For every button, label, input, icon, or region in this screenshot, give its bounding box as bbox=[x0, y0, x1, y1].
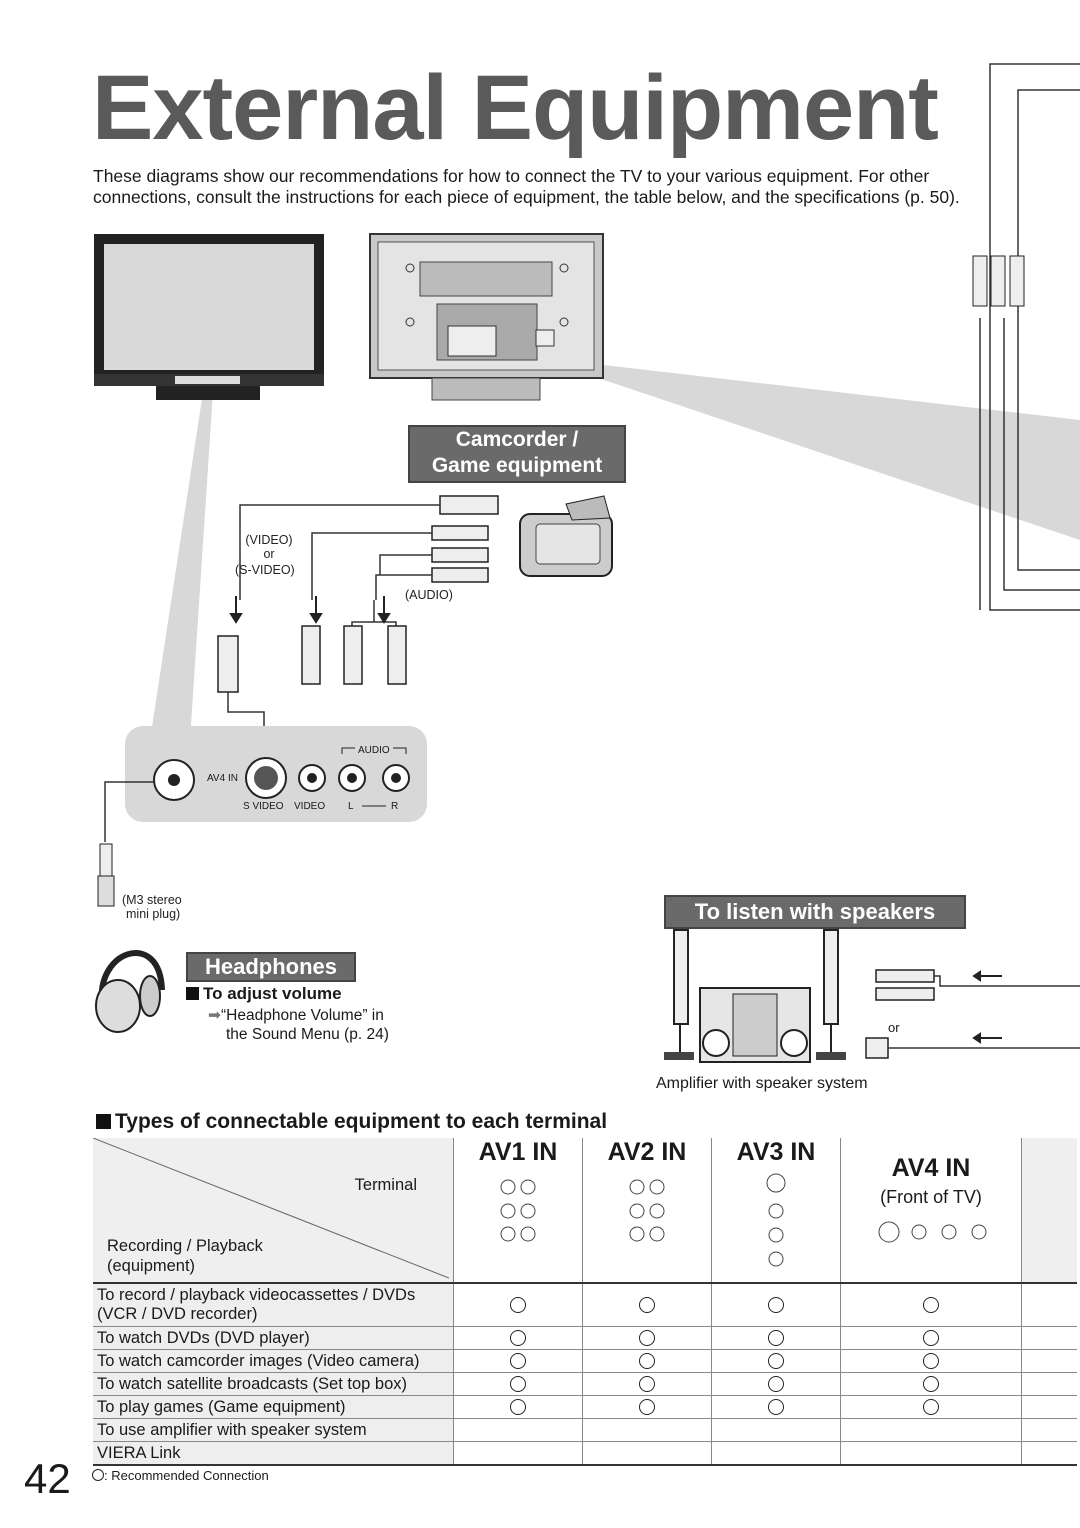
svideo-label: (S-VIDEO) bbox=[235, 563, 295, 577]
av3-terminal-icon bbox=[766, 1173, 786, 1267]
headphones-label: Headphones bbox=[186, 952, 356, 982]
recommended-mark bbox=[923, 1297, 939, 1313]
footnote: : Recommended Connection bbox=[92, 1468, 269, 1483]
column-av4: AV4 IN (Front of TV) bbox=[840, 1138, 1022, 1284]
recommended-mark bbox=[768, 1399, 784, 1415]
right-rca-plugs bbox=[972, 255, 1025, 307]
recommended-mark bbox=[923, 1376, 939, 1392]
arrow-right-icon: ➡ bbox=[208, 1007, 221, 1024]
mini-plug-label: (M3 stereo mini plug) bbox=[122, 893, 182, 921]
recommended-mark bbox=[768, 1330, 784, 1346]
table-row: VIERA Link bbox=[93, 1441, 1077, 1466]
right-cables bbox=[979, 63, 1080, 611]
bullet-square-icon bbox=[96, 1114, 111, 1129]
audio-label: (AUDIO) bbox=[405, 588, 453, 602]
zoom-beam-front bbox=[150, 392, 213, 740]
recommended-mark bbox=[923, 1399, 939, 1415]
camcorder-cables bbox=[227, 504, 440, 750]
table-row: To watch DVDs (DVD player) bbox=[93, 1326, 1077, 1350]
recommended-mark bbox=[768, 1297, 784, 1313]
adjust-volume-text: ➡“Headphone Volume” in the Sound Menu (p… bbox=[208, 1007, 389, 1043]
amplifier-caption: Amplifier with speaker system bbox=[656, 1075, 868, 1092]
av1-terminal-icon bbox=[500, 1179, 536, 1242]
left-arrows bbox=[972, 970, 1002, 1044]
connection-diagram bbox=[94, 63, 1080, 1063]
table-row: To play games (Game equipment) bbox=[93, 1395, 1077, 1419]
page-title: External Equipment bbox=[92, 57, 939, 159]
headphones-illustration bbox=[95, 950, 165, 1033]
panel-svideo-label: S VIDEO bbox=[243, 801, 284, 812]
av4-terminal-icon bbox=[878, 1221, 987, 1243]
recommended-mark bbox=[510, 1297, 526, 1313]
camcorder-illustration bbox=[519, 495, 613, 577]
speaker-cables bbox=[888, 975, 1080, 1049]
recommended-mark bbox=[768, 1376, 784, 1392]
table-row: To record / playback videocassettes / DV… bbox=[93, 1283, 1077, 1327]
av2-terminal-icon bbox=[629, 1179, 665, 1242]
speakers-or-label: or bbox=[888, 1020, 900, 1035]
column-av2: AV2 IN bbox=[582, 1138, 712, 1284]
recommended-mark bbox=[923, 1353, 939, 1369]
zoom-beam-rear bbox=[500, 345, 1080, 540]
terminal-label: Terminal bbox=[354, 1176, 417, 1194]
panel-audio-label: AUDIO bbox=[358, 745, 390, 756]
camcorder-label: Camcorder / Game equipment bbox=[408, 425, 626, 483]
recommended-mark bbox=[639, 1297, 655, 1313]
recommended-mark bbox=[768, 1353, 784, 1369]
panel-r-label: R bbox=[391, 801, 399, 812]
speakers-label: To listen with speakers bbox=[664, 895, 966, 929]
recommended-mark bbox=[510, 1330, 526, 1346]
recording-label: Recording / Playback (equipment) bbox=[107, 1237, 263, 1275]
intro-text: These diagrams show our recommendations … bbox=[93, 166, 960, 207]
speaker-plugs bbox=[865, 969, 935, 1059]
table-row: To watch camcorder images (Video camera) bbox=[93, 1349, 1077, 1373]
recommended-mark bbox=[510, 1353, 526, 1369]
tv-front-illustration bbox=[94, 234, 324, 400]
tv-rear-illustration bbox=[369, 233, 604, 401]
down-arrows bbox=[229, 596, 391, 624]
headphone-cable bbox=[104, 781, 154, 842]
bullet-square-icon bbox=[186, 987, 199, 1000]
column-av1: AV1 IN bbox=[453, 1138, 583, 1284]
recommended-mark bbox=[639, 1330, 655, 1346]
column-blank bbox=[1021, 1138, 1077, 1284]
page-number: 42 bbox=[24, 1455, 71, 1502]
recommended-mark bbox=[639, 1399, 655, 1415]
recommended-mark bbox=[510, 1399, 526, 1415]
terminal-table: Terminal Recording / Playback (equipment… bbox=[93, 1138, 1077, 1466]
recommended-mark bbox=[639, 1376, 655, 1392]
vertical-plugs bbox=[217, 625, 407, 693]
column-av3: AV3 IN bbox=[711, 1138, 841, 1284]
table-corner-cell: Terminal Recording / Playback (equipment… bbox=[93, 1138, 454, 1284]
amplifier-illustration bbox=[664, 929, 846, 1063]
table-heading: Types of connectable equipment to each t… bbox=[96, 1110, 607, 1134]
panel-video-label: VIDEO bbox=[294, 801, 326, 812]
panel-l-label: L bbox=[348, 801, 354, 812]
table-row: To use amplifier with speaker system bbox=[93, 1418, 1077, 1442]
recommended-mark bbox=[639, 1353, 655, 1369]
panel-av4-label: AV4 IN bbox=[207, 773, 238, 784]
circle-icon bbox=[92, 1469, 104, 1481]
adjust-volume-title: To adjust volume bbox=[186, 984, 342, 1004]
table-row: To watch satellite broadcasts (Set top b… bbox=[93, 1372, 1077, 1396]
recommended-mark bbox=[923, 1330, 939, 1346]
recommended-mark bbox=[510, 1376, 526, 1392]
camcorder-plugs bbox=[431, 495, 499, 583]
video-label: (VIDEO) or bbox=[245, 533, 293, 561]
mini-plug bbox=[99, 843, 113, 877]
